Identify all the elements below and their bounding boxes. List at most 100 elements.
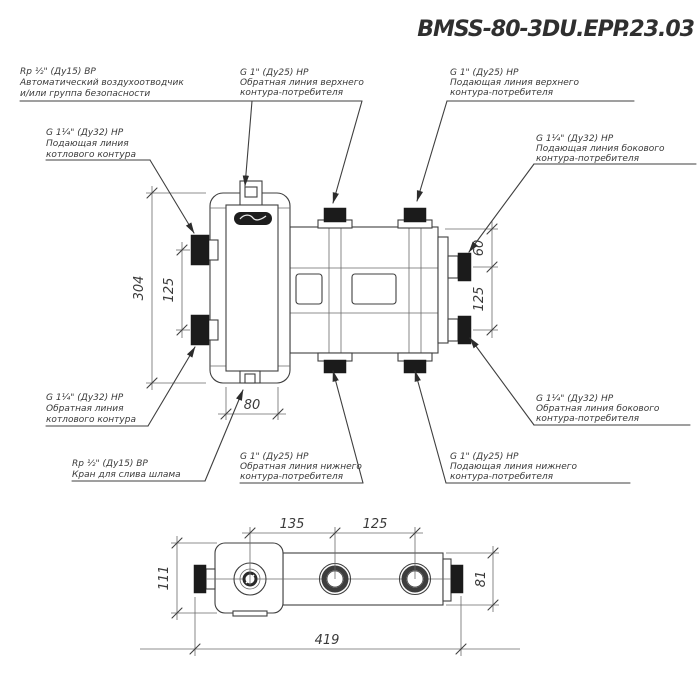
leader-arrow — [147, 346, 196, 427]
dim-tick — [487, 599, 499, 611]
side-ports — [447, 252, 472, 345]
end-cap — [442, 558, 452, 602]
label-line: G 1¼" (Ду32) НР — [536, 394, 614, 404]
dim-tick — [146, 187, 158, 199]
label-line: G 1¼" (Ду32) НР — [536, 134, 614, 144]
label-line: Кран для слива шлама — [72, 470, 181, 480]
label-line: Обратная линия верхнего — [240, 78, 364, 88]
label-line: котлового контура — [46, 415, 136, 425]
upper-return-port — [323, 207, 347, 223]
port-flange — [447, 318, 459, 342]
dim-tick — [176, 244, 188, 256]
label-line: G 1" (Ду25) НР — [240, 68, 309, 78]
label-line: G 1" (Ду25) НР — [240, 452, 309, 462]
dim-text: 135 — [280, 517, 305, 532]
label-boiler-return: G 1¼" (Ду32) НР Обратная линия котлового… — [45, 346, 196, 427]
leader-arrow — [332, 370, 364, 484]
label-lower-supply: G 1" (Ду25) НР Подающая линия нижнего ко… — [414, 370, 631, 484]
label-side-supply: G 1¼" (Ду32) НР Подающая линия бокового … — [468, 134, 697, 253]
label-line: Rp ½" (Ду15) ВР — [20, 67, 96, 77]
dim-text: 81 — [474, 571, 489, 588]
label-line: котлового контура — [46, 150, 136, 160]
brand-logo-mark — [239, 214, 267, 221]
dim-135-125: 135 125 — [242, 517, 423, 585]
dim-tick — [244, 527, 256, 539]
label-line: контура-потребителя — [450, 88, 554, 98]
manifold-outline — [289, 226, 439, 354]
dim-111: 111 — [157, 536, 217, 620]
separator — [190, 180, 291, 384]
label-line: Подающая линия бокового — [536, 144, 665, 154]
dim-tick — [171, 537, 183, 549]
lower-ports — [317, 352, 433, 374]
epp-window — [295, 273, 323, 305]
label-line: Rp ½" (Ду15) ВР — [72, 459, 148, 469]
dim-text: 60 — [472, 240, 487, 257]
leader-arrow — [468, 163, 535, 253]
leader-arrow — [469, 337, 535, 426]
leader-arrow — [416, 100, 448, 202]
label-line: Подающая линия — [46, 139, 129, 149]
label-line: G 1¼" (Ду32) НР — [46, 128, 124, 138]
dim-text: 304 — [132, 276, 147, 301]
dim-304: 304 — [132, 186, 206, 390]
leader-arrow — [149, 159, 195, 234]
dim-tick — [486, 324, 498, 336]
label-line: Обратная линия — [46, 404, 124, 414]
label-line: Подающая линия верхнего — [450, 78, 579, 88]
leader-arrow — [204, 389, 244, 482]
right-port — [450, 564, 464, 594]
leader-arrow — [414, 370, 447, 484]
boiler-supply-port — [190, 234, 210, 266]
front-view: 304 125 80 60 — [19, 67, 697, 484]
dim-tick — [189, 643, 201, 655]
dim-419: 419 — [140, 596, 520, 656]
label-upper-return: G 1" (Ду25) НР Обратная линия верхнего к… — [239, 68, 364, 204]
label-air-vent: Rp ½" (Ду15) ВР Автоматический воздухоот… — [19, 67, 253, 187]
dim-tick — [176, 324, 188, 336]
label-line: контура-потребителя — [450, 472, 554, 482]
air-vent-stub-inner — [244, 186, 258, 198]
label-line: G 1" (Ду25) НР — [450, 452, 519, 462]
label-line: и/или группа безопасности — [20, 89, 150, 99]
dim-text: 125 — [363, 517, 388, 532]
manifold-end-cap — [437, 236, 449, 344]
label-line: контура-потребителя — [240, 472, 344, 482]
dim-125-left: 125 — [162, 242, 190, 338]
separator-block-tab — [232, 610, 268, 617]
boiler-return-port — [190, 314, 210, 346]
upper-ports — [317, 207, 433, 229]
drawing-title: BMSS-80-3DU.EPP.23.03 — [417, 17, 694, 42]
label-line: Подающая линия нижнего — [450, 462, 577, 472]
lower-return-port — [323, 359, 347, 374]
manifold-body — [289, 226, 449, 354]
separator-body — [225, 204, 279, 372]
dim-tick — [486, 261, 498, 273]
dim-text: 80 — [244, 398, 261, 413]
dim-81: 81 — [446, 546, 499, 612]
left-port — [193, 564, 207, 594]
label-line: Обратная линия нижнего — [240, 462, 362, 472]
dim-text: 125 — [162, 278, 177, 303]
dim-tick — [486, 223, 498, 235]
label-line: Автоматический воздухоотводчик — [19, 78, 184, 88]
label-side-return: G 1¼" (Ду32) НР Обратная линия бокового … — [469, 337, 691, 426]
dim-tick — [409, 527, 421, 539]
dim-text: 111 — [157, 566, 172, 591]
label-lower-return: G 1" (Ду25) НР Обратная линия нижнего ко… — [239, 370, 364, 484]
epp-window — [351, 273, 397, 305]
dim-text: 125 — [472, 287, 487, 312]
label-drain: Rp ½" (Ду15) ВР Кран для слива шлама — [71, 389, 244, 482]
dim-tick — [455, 643, 467, 655]
port-flange — [447, 255, 459, 279]
leader-arrow — [242, 100, 253, 187]
dim-tick — [220, 408, 232, 420]
leader-arrow — [332, 100, 363, 204]
dim-tick — [272, 408, 284, 420]
label-line: контура-потребителя — [536, 414, 640, 424]
label-line: Обратная линия бокового — [536, 404, 660, 414]
dim-tick — [487, 547, 499, 559]
dim-text: 419 — [315, 633, 340, 648]
dim-tick — [171, 607, 183, 619]
